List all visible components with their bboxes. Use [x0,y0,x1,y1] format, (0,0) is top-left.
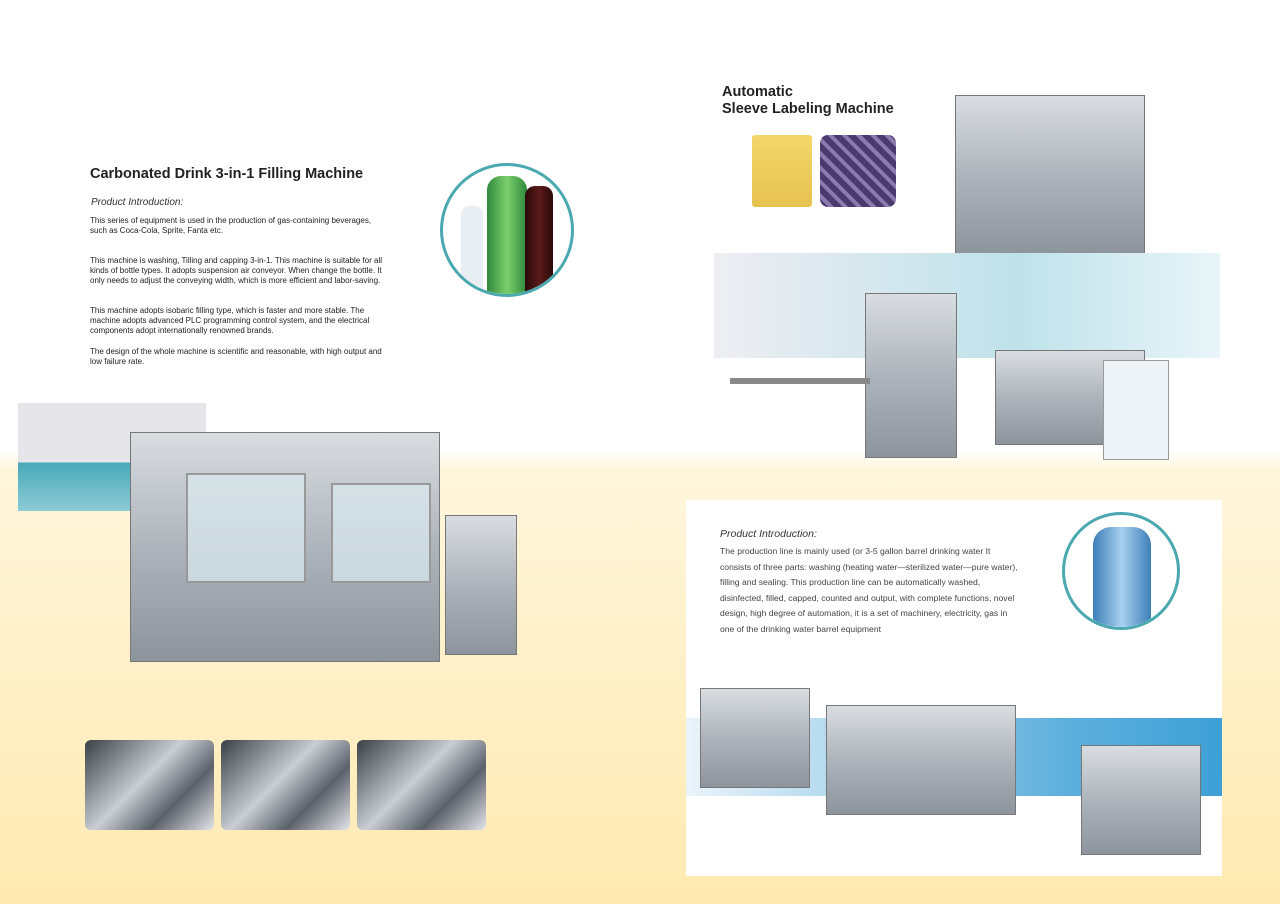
barrel-filler-image [826,705,1016,815]
right-title-line2: Sleeve Labeling Machine [722,101,894,117]
detail-photo-3 [357,740,486,830]
sleeve-film-image [820,135,896,207]
right-paragraph: The production line is mainly used (or 3… [720,546,1018,634]
left-paragraph-1: This series of equipment is used in the … [90,216,372,235]
barrel-water-panel: Product Introduction: The production lin… [686,500,1222,876]
barrel-capper-image [1081,745,1201,855]
filling-machine-image [130,432,440,662]
water-barrel-image [1062,512,1180,630]
right-title: Automatic Sleeve Labeling Machine [722,84,894,118]
sleeve-labeling-machine-image [955,95,1145,255]
label-roll-image [752,135,812,207]
left-title: Carbonated Drink 3-in-1 Filling Machine [90,166,364,182]
decorative-band-right [714,253,1220,358]
detail-photo-1 [85,740,214,830]
steam-generator-image [1103,360,1169,460]
detail-photo-2 [221,740,350,830]
barrel-washer-image [700,688,810,788]
control-cabinet-image [445,515,517,655]
left-paragraph-2: This machine is washing, Tilling and cap… [90,256,382,285]
right-title-line1: Automatic [722,84,793,100]
bottles-image [440,163,574,297]
left-paragraph-3: This machine adopts isobaric filling typ… [90,306,370,335]
left-paragraph-4: The design of the whole machine is scien… [90,347,382,366]
right-intro-label: Product Introduction: [720,528,817,540]
left-intro-label: Product Introduction: [91,197,184,208]
labeling-line-main-image [865,293,957,458]
conveyor-image [730,378,870,384]
